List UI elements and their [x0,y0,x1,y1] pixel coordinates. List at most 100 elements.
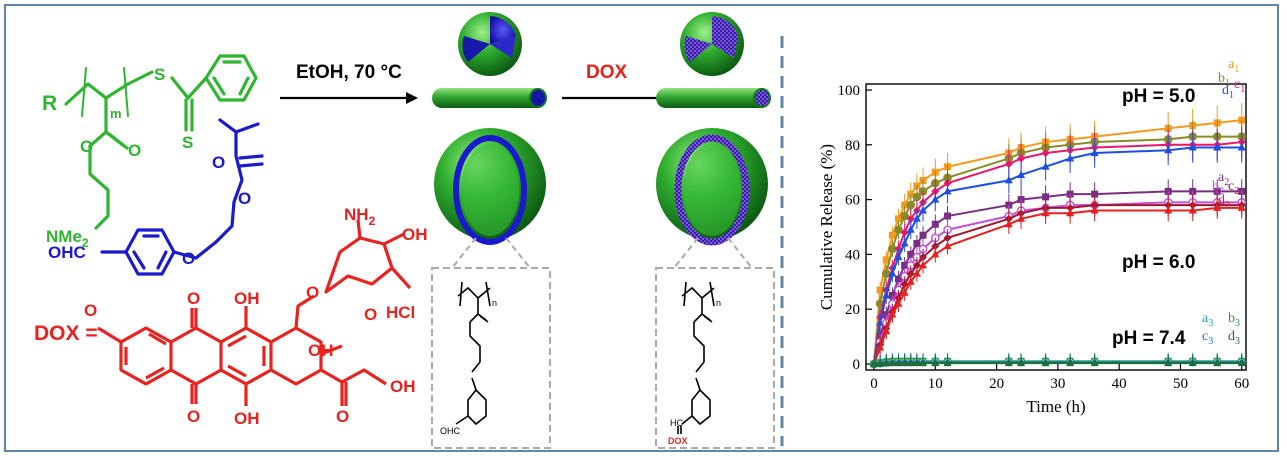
plot-axes [865,83,1247,371]
y-tick-label: 0 [853,357,861,373]
data-point [1066,358,1075,367]
series-line-d3 [873,362,1242,365]
plot-frame [865,83,1247,371]
annotation-ph-6: pH = 6.0 [1122,252,1195,273]
data-point [1004,358,1013,367]
figure-frame: R m S S O O NMe2 O O O OHC DOX = [4,4,1279,452]
x-tick-label: 0 [870,376,878,392]
x-tick-label: 60 [1234,376,1249,392]
series-label-a2: a2 [1218,170,1229,188]
nanotube-loaded [656,88,770,108]
data-point [931,195,940,203]
data-point [894,225,903,235]
data-point [1066,208,1075,217]
data-point [1005,201,1013,209]
inset-polymer-empty: n OHC [431,237,551,449]
data-point [1213,203,1222,211]
y-tick-label: 100 [838,83,861,99]
data-point [906,277,915,285]
series-label-a1: a1 [1228,57,1239,75]
data-point [919,358,928,367]
ketone-o-label: O [336,407,349,426]
data-point [901,201,909,209]
series-label-d1: d1 [1222,83,1234,101]
dox-structure [97,294,387,406]
inset-ohc-label: OHC [440,426,461,436]
sulfur-label-top: S [154,65,165,84]
blue-ester-o: O [238,189,251,208]
data-point [931,249,940,258]
blue-carbonyl-o: O [212,153,225,172]
y-tick-label: 20 [845,302,860,318]
data-point [906,200,916,210]
data-point [1017,358,1026,367]
data-point [900,358,909,367]
synthesis-scheme: R m S S O O NMe2 O O O OHC DOX = [34,12,784,449]
loaded-nanostructures [656,12,771,246]
green-macro-cta [64,54,258,230]
blue-monomer [100,118,264,276]
nanotube-empty [432,88,546,108]
data-point [888,310,897,318]
series-b1 [869,120,1247,369]
series-label-a3: a3 [1202,311,1213,329]
x-tick-label: 10 [928,376,943,392]
sugar-oh-label: OH [402,225,428,244]
dox-labels: O O O OH OH O NH2 OH HCl O OH O OH [84,205,428,428]
nh2-label: NH2 [344,205,376,228]
series-d2 [870,196,1246,367]
y-tick-label: 60 [845,193,860,209]
data-point [1004,175,1013,184]
sulfur-label-bottom: S [182,133,193,152]
data-point [882,326,891,335]
data-point [1041,162,1050,170]
data-point [912,358,921,367]
series-line-c1 [873,141,1242,365]
data-point [943,241,952,250]
data-point [870,359,878,367]
blue-ether-o: O [182,249,195,268]
data-point [882,291,891,299]
ohc-label: OHC [48,243,86,262]
series-line-a2 [873,190,1242,365]
data-point [919,206,928,214]
inset-n-subscript: n [492,298,497,308]
data-point [943,358,952,367]
data-point [1090,206,1099,214]
data-point [1164,206,1173,214]
y-axis-label: Cumulative Release (%) [817,144,836,310]
series-layer [869,103,1247,369]
data-point [895,275,903,283]
data-point [888,231,896,239]
series-a1 [870,103,1246,368]
data-point [1041,208,1050,217]
dox-load-label: DOX [586,62,628,83]
ester-o-label: O [80,137,93,156]
data-point [1237,143,1246,151]
data-point [1004,219,1013,228]
series-label-d3: d3 [1228,329,1240,347]
data-point [1188,358,1197,367]
x-axis-label: Time (h) [1026,397,1085,416]
series-label-b2: b2 [1212,179,1224,197]
empty-nanostructures [432,12,547,245]
blue-labels: O O O OHC [48,153,251,268]
quinone-o-bottom: O [187,407,200,426]
inset-hc-label: HC [670,418,683,428]
y-tick-label: 80 [845,138,860,154]
annotation-ph-5: pH = 5.0 [1122,86,1195,107]
data-point [1164,358,1173,367]
quinone-o-top: O [187,289,200,308]
reagent-label: EtOH, 70 °C [296,62,402,83]
data-point [919,231,927,239]
series-b2 [869,191,1247,369]
data-point [931,358,940,367]
series-line-d2 [873,206,1242,365]
data-point [1042,193,1050,201]
data-point [1188,206,1197,214]
series-label-c2: c2 [1228,179,1239,197]
dox-equals-label: DOX = [34,322,98,345]
ring-o-label: O [364,305,377,324]
data-point [900,238,909,247]
